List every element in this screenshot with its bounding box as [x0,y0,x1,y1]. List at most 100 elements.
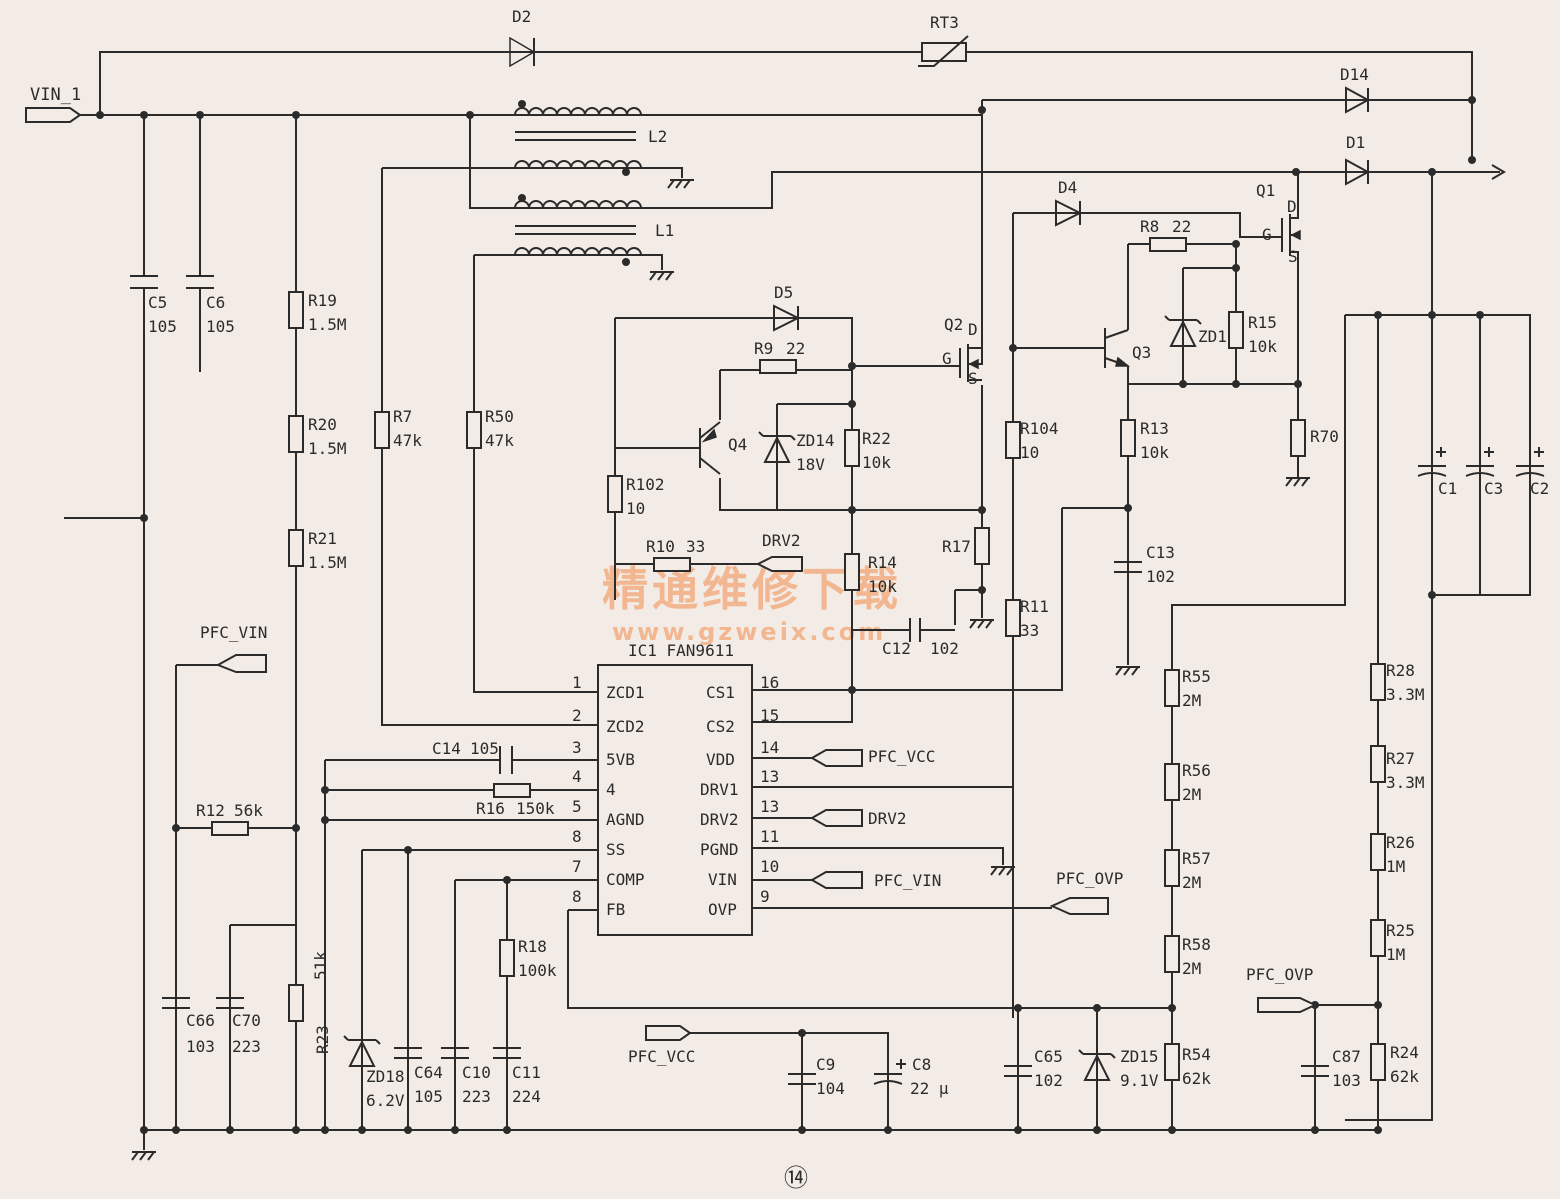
q1-d: D [1287,197,1297,216]
pin-name: ZCD1 [606,683,645,702]
r25-label: R25 [1386,921,1415,940]
r7-label: R7 [393,407,412,426]
r55-value: 2M [1182,691,1201,710]
resistor-r102: R102 10 [607,475,665,518]
pin-name: VDD [706,750,735,769]
pin-name: CS1 [706,683,735,702]
r58-label: R58 [1182,935,1211,954]
diode-d1: D1 [1345,133,1371,186]
resistor-r70: R70 [1290,419,1339,457]
q2-d: D [968,320,978,339]
resistor-r22: R22 10k [844,429,891,472]
r16-value: 150k [516,799,555,818]
zd14-value: 18V [796,455,825,474]
r18-value: 100k [518,961,557,980]
resistor-r16: R16 150k [476,783,555,818]
pfc-vcc-low-label: PFC_VCC [628,1047,695,1066]
zd14-label: ZD14 [796,431,835,450]
resistor-r26: R26 1M [1370,833,1415,876]
r102-label: R102 [626,475,665,494]
capacitor-c5: C5 105 [130,275,177,336]
bjt-q4: Q4 [699,421,747,475]
zener-zd18: ZD18 6.2V [343,1035,405,1110]
port-drv2-top: DRV2 [755,531,803,572]
d5-label: D5 [774,283,793,302]
q1-g: G [1262,225,1272,244]
drv2-top-label: DRV2 [762,531,801,550]
c65-label: C65 [1034,1047,1063,1066]
resistor-r15: R15 10k [1228,311,1277,356]
pin-num: 5 [572,797,582,816]
c13-label: C13 [1146,543,1175,562]
c3-label: C3 [1484,479,1503,498]
r58-value: 2M [1182,959,1201,978]
pfc-vin-right-label: PFC_VIN [874,871,941,890]
c10-value: 223 [462,1087,491,1106]
resistor-r17: R17 [942,527,990,565]
ground-symbols [131,179,1310,1161]
c70-value: 223 [232,1037,261,1056]
pfc-ovp-low-label: PFC_OVP [1246,965,1313,984]
zd15-value: 9.1V [1120,1071,1159,1090]
pin-name: CS2 [706,717,735,736]
r18-label: R18 [518,937,547,956]
c14-label: C14 [432,739,461,758]
resistor-r27: R27 3.3M [1370,745,1425,792]
c6-label: C6 [206,293,225,312]
c66-value: 103 [186,1037,215,1056]
pfc-ovp-right-label: PFC_OVP [1056,869,1123,888]
capacitor-c1: C1 [1417,447,1457,498]
capacitor-c14: C14 105 [432,739,513,774]
pin-name: COMP [606,870,645,889]
zd18-value: 6.2V [366,1091,405,1110]
zener-zd15: ZD15 9.1V [1078,1047,1159,1090]
r19-value: 1.5M [308,315,347,334]
q3-label: Q3 [1132,343,1151,362]
q1-label: Q1 [1256,181,1275,200]
c65-value: 102 [1034,1071,1063,1090]
q2-label: Q2 [944,315,963,334]
r13-label: R13 [1140,419,1169,438]
resistor-r7: R7 47k [374,407,422,450]
d14-label: D14 [1340,65,1369,84]
q2-g: G [942,349,952,368]
capacitor-c65: C65 102 [1004,1047,1063,1090]
zd18-label: ZD18 [366,1067,405,1086]
pin-num: 9 [760,887,770,906]
r28-value: 3.3M [1386,685,1425,704]
capacitor-c3: C3 [1465,447,1503,498]
pin-num: 1 [572,673,582,692]
port-pfc-vin-top: PFC_VIN [200,623,267,673]
port-pfc-ovp-low: PFC_OVP [1246,965,1318,1013]
pin-name: OVP [708,900,737,919]
d1-label: D1 [1346,133,1365,152]
l1-label: L1 [655,221,674,240]
pin-num: 2 [572,706,582,725]
r24-value: 62k [1390,1067,1419,1086]
resistor-r13: R13 10k [1120,419,1169,462]
pin-num: 10 [760,857,779,876]
resistor-r55: R55 2M [1164,667,1211,710]
pin-name: SS [606,840,625,859]
capacitor-c70: C70 223 [216,997,261,1056]
c11-label: C11 [512,1063,541,1082]
r15-label: R15 [1248,313,1277,332]
r12-label: R12 [196,801,225,820]
r7-value: 47k [393,431,422,450]
r24-label: R24 [1390,1043,1419,1062]
capacitor-c8: C8 22 μ [873,1055,949,1098]
pin-name: PGND [700,840,739,859]
resistor-r25: R25 1M [1370,919,1415,964]
pin-num: 8 [572,887,582,906]
pin-name: 4 [606,780,616,799]
capacitor-c66: C66 103 [162,997,215,1056]
port-vin1: VIN_1 [25,85,82,123]
r8-value: 22 [1172,217,1191,236]
r56-value: 2M [1182,785,1201,804]
r25-value: 1M [1386,945,1405,964]
pin-num: 3 [572,738,582,757]
zener-zd14: ZD14 18V [758,431,835,474]
r26-label: R26 [1386,833,1415,852]
r28-label: R28 [1386,661,1415,680]
r14-value: 10k [868,577,897,596]
